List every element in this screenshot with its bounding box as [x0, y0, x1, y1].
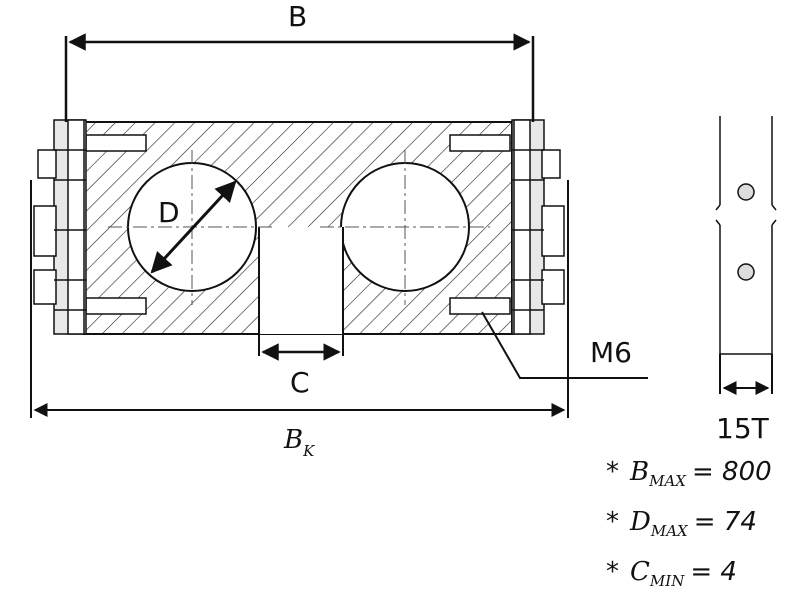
notes: * BMAX= 800 * DMAX= 74 * CMIN= 4 — [606, 457, 772, 590]
dimension-b — [64, 33, 535, 122]
m6-leader — [481, 311, 648, 379]
left-end-plate — [33, 119, 87, 335]
label-15t: 15T — [716, 412, 770, 445]
note-cmin: * CMIN= 4 — [606, 557, 737, 590]
label-m6: M6 — [590, 336, 632, 369]
note-dmax: * DMAX= 74 — [606, 507, 757, 540]
side-view — [715, 116, 777, 355]
svg-text:*: * — [606, 457, 619, 487]
note-bmax: * BMAX= 800 — [606, 457, 772, 490]
block-body — [83, 121, 513, 356]
dimension-d — [150, 180, 237, 274]
right-end-plate — [511, 119, 565, 335]
label-d: D — [158, 196, 180, 229]
svg-text:CMIN= 4: CMIN= 4 — [630, 557, 737, 590]
svg-text:BMAX= 800: BMAX= 800 — [629, 457, 772, 490]
label-bk: BK — [283, 425, 315, 460]
label-b: B — [288, 0, 307, 33]
dimension-15t — [719, 354, 773, 395]
svg-text:DMAX= 74: DMAX= 74 — [629, 507, 757, 540]
svg-text:*: * — [606, 557, 619, 587]
svg-text:*: * — [606, 507, 619, 537]
label-c: C — [290, 366, 310, 399]
